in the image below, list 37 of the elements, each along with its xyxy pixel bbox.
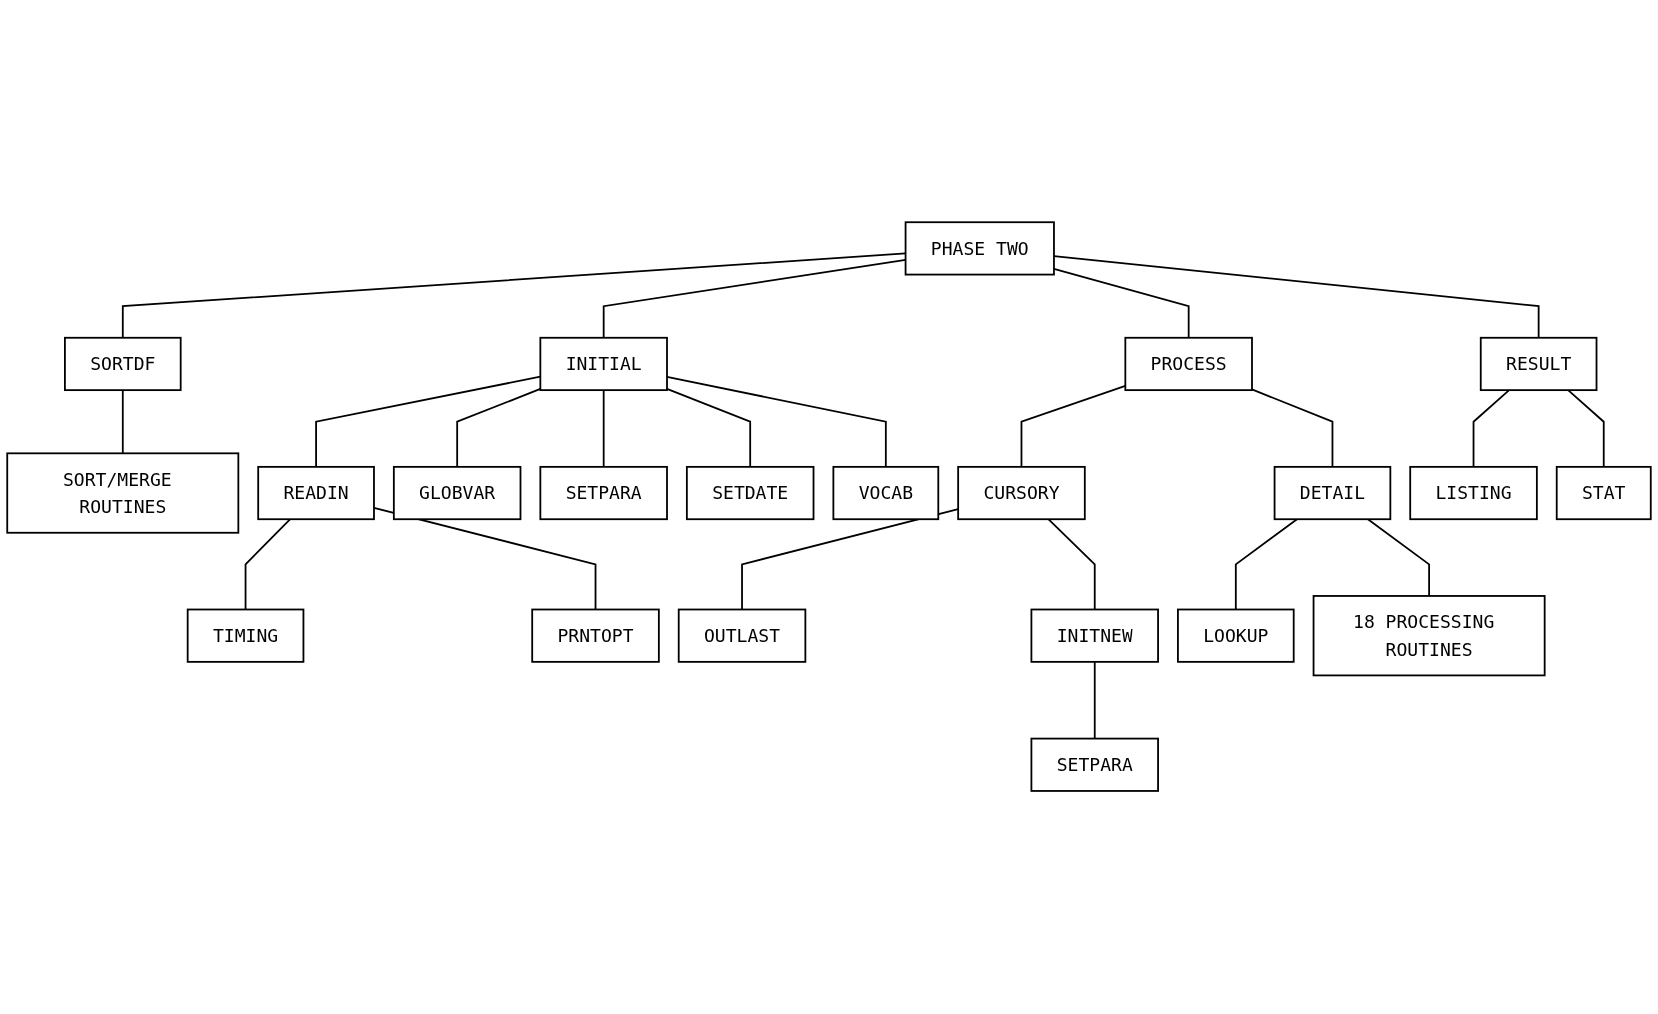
node-box: LISTING xyxy=(1409,466,1538,521)
connector xyxy=(121,389,124,455)
connector xyxy=(1251,388,1334,469)
connector xyxy=(1093,661,1096,740)
connector xyxy=(666,388,752,469)
node-box: CURSORY xyxy=(957,466,1086,521)
node-box: GLOBVAR xyxy=(392,466,522,521)
node-box: LOOKUP xyxy=(1177,609,1295,664)
node-box: INITNEW xyxy=(1030,609,1159,664)
node-box: OUTLAST xyxy=(677,609,807,664)
connector xyxy=(666,376,887,469)
connector xyxy=(1234,518,1298,611)
connector xyxy=(602,389,605,469)
node-box: RESULT xyxy=(1479,337,1598,392)
node-box: INITIAL xyxy=(539,337,668,392)
node-box: PROCESS xyxy=(1124,337,1253,392)
node-box: SETPARA xyxy=(539,466,668,521)
node-box: SORTDF xyxy=(64,337,182,392)
connector xyxy=(1053,268,1190,340)
connector xyxy=(1053,255,1540,340)
connector xyxy=(1472,389,1511,469)
node-box: SETDATE xyxy=(685,466,815,521)
node-box: 18 PROCESSING ROUTINES xyxy=(1312,595,1546,677)
connector xyxy=(373,507,597,611)
connector xyxy=(1047,518,1096,611)
node-box: TIMING xyxy=(186,609,305,664)
node-box: STAT xyxy=(1555,466,1652,521)
node-box: READIN xyxy=(257,466,375,521)
node-box: SETPARA xyxy=(1030,738,1159,793)
node-box: VOCAB xyxy=(832,466,940,521)
connector xyxy=(1567,389,1605,469)
node-box: DETAIL xyxy=(1273,466,1392,521)
node-box: PRNTOPT xyxy=(531,609,660,664)
node-box: PHASE TWO xyxy=(904,221,1055,276)
connector xyxy=(244,518,292,611)
connector xyxy=(1367,518,1430,598)
node-box: SORT/MERGE ROUTINES xyxy=(6,452,240,535)
